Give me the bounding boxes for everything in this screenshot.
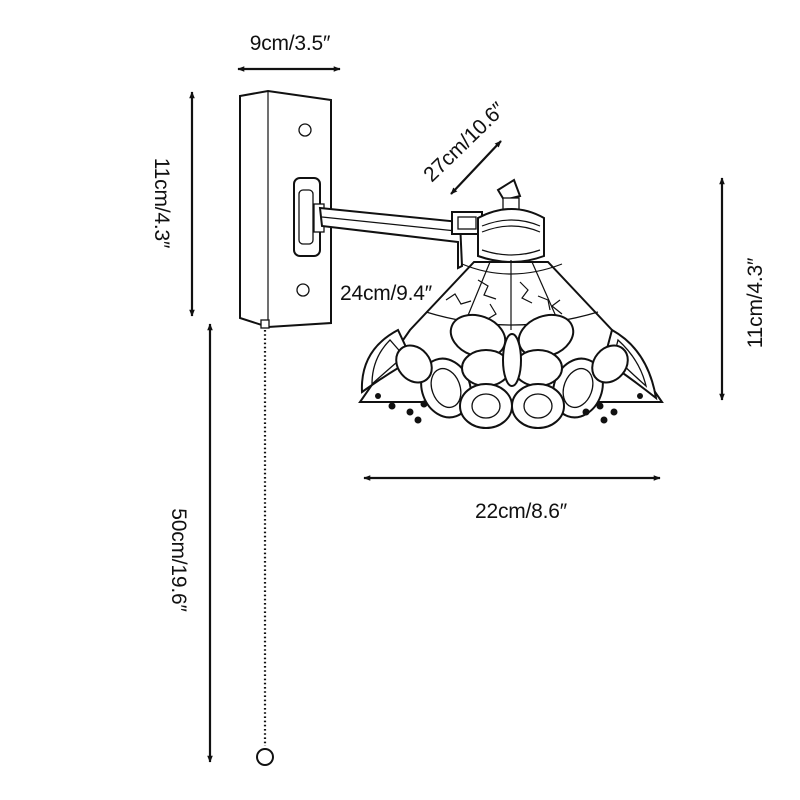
pull-cord [256, 330, 274, 766]
pull-cord-knob [256, 748, 274, 766]
label-cord-length: 50cm/19.6″ [167, 508, 190, 612]
mounting-screw-bottom [296, 283, 310, 297]
label-backplate-height: 11cm/4.3″ [150, 158, 173, 249]
lamp-shade [358, 260, 664, 429]
label-arm-extension: 27cm/10.6″ [419, 98, 510, 187]
label-shade-diameter: 22cm/8.6″ [475, 500, 568, 523]
mounting-screw-top [298, 123, 312, 137]
arm-extension-arrow [450, 140, 502, 195]
swing-arm [318, 206, 483, 270]
label-arm-length: 24cm/9.4″ [340, 282, 433, 305]
label-shade-height: 11cm/4.3″ [744, 257, 767, 348]
socket-cap [477, 178, 545, 263]
wall-backplate [239, 89, 332, 329]
dimension-arrows [189, 66, 725, 763]
bead-drops [375, 393, 643, 424]
label-backplate-width: 9cm/3.5″ [250, 32, 331, 55]
